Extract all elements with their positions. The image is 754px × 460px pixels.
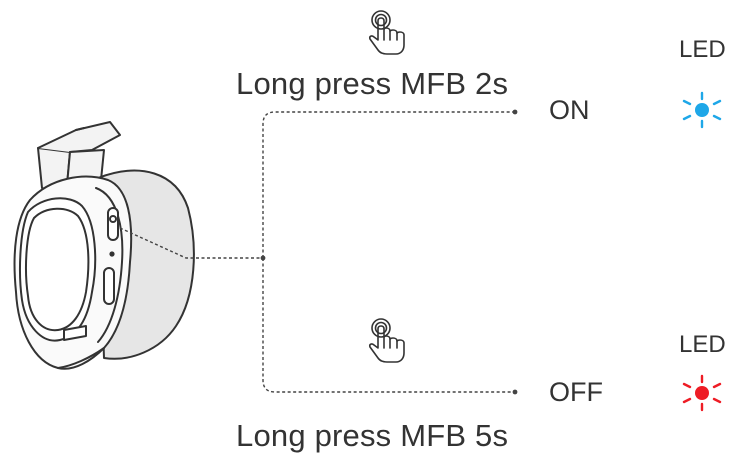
connector-dots: [260, 109, 518, 395]
power-on-led-label: LED: [679, 36, 726, 63]
power-off-led-label: LED: [679, 331, 726, 358]
press-hand-icon: [369, 10, 405, 55]
power-off-state-label: OFF: [549, 377, 603, 407]
connector-lines: [119, 111, 515, 393]
mfb-button-icon: [109, 215, 117, 223]
press-hand-icon: [369, 318, 405, 363]
headphone-earcup-icon: [13, 121, 195, 370]
power-on-action-label: Long press MFB 2s: [236, 66, 509, 101]
led-blink-icon-red: [682, 374, 722, 412]
led-blink-icon-blue: [682, 91, 722, 129]
power-off-action-label: Long press MFB 5s: [236, 418, 509, 453]
power-on-state-label: ON: [549, 95, 590, 125]
